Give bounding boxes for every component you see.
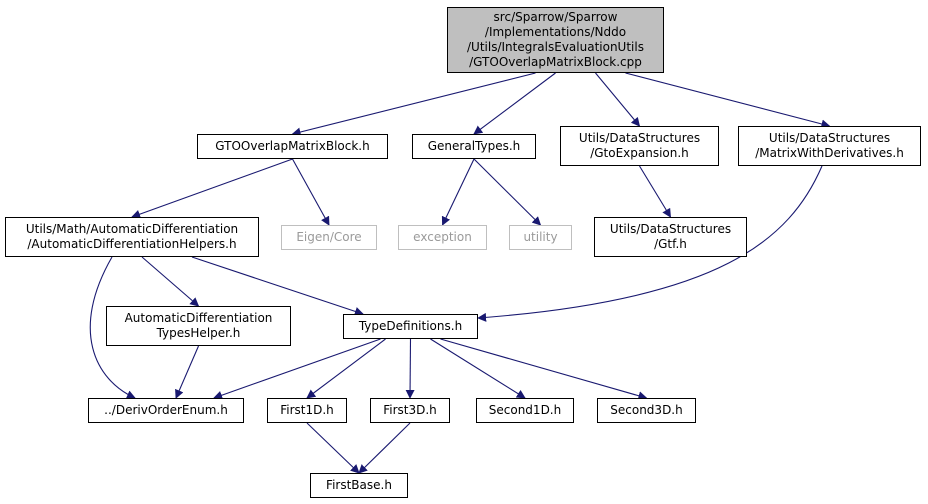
node-label-line: /Utils/IntegralsEvaluationUtils <box>467 40 644 54</box>
node-label-line: /Implementations/Nddo <box>484 25 627 39</box>
edge-gtoexpansion-gtf <box>639 165 671 218</box>
node-label-line: src/Sparrow/Sparrow <box>493 10 618 24</box>
node-label-line: /Gtf.h <box>654 237 687 251</box>
edge-autodiffhelpers-autodifftypes <box>141 256 200 307</box>
node-first3d[interactable]: First3D.h <box>370 398 450 423</box>
node-utility: utility <box>509 225 572 250</box>
edge-root-generaltypes <box>473 72 556 135</box>
edge-autodifftypes-derivorder <box>175 345 200 399</box>
edge-gtoblockh-autodiffhelpers <box>131 158 293 219</box>
edge-root-gtoblockh <box>291 72 536 137</box>
edge-gtoblockh-eigencore <box>292 158 330 226</box>
node-derivorder[interactable]: ../DerivOrderEnum.h <box>88 398 244 423</box>
edge-first1d-firstbase <box>306 422 360 474</box>
node-label-line: Eigen/Core <box>296 230 362 244</box>
node-label-line: /GtoExpansion.h <box>590 146 689 160</box>
node-eigencore: Eigen/Core <box>281 225 377 250</box>
node-label-line: /GTOOverlapMatrixBlock.cpp <box>469 55 642 69</box>
node-label-line: /MatrixWithDerivatives.h <box>755 146 904 160</box>
node-gtf[interactable]: Utils/DataStructures/Gtf.h <box>594 217 747 257</box>
node-label-line: Utils/DataStructures <box>609 222 732 236</box>
edge-autodiffhelpers-typedefs <box>191 256 364 316</box>
node-label-line: FirstBase.h <box>326 478 392 492</box>
node-gtoexpansion[interactable]: Utils/DataStructures/GtoExpansion.h <box>560 126 719 166</box>
node-label-line: Second3D.h <box>610 403 683 417</box>
edge-matrixwithderiv-typedefs <box>477 165 823 322</box>
node-label-line: ../DerivOrderEnum.h <box>104 403 228 417</box>
node-label-line: AutomaticDifferentiation <box>124 311 273 325</box>
edge-root-gtoexpansion <box>595 72 641 127</box>
node-matrixwithderiv[interactable]: Utils/DataStructures/MatrixWithDerivativ… <box>738 126 921 166</box>
edge-typedefs-second1d <box>430 338 526 399</box>
edge-autodiffhelpers-derivorder <box>89 256 136 399</box>
node-root[interactable]: src/Sparrow/Sparrow/Implementations/Nddo… <box>447 7 664 73</box>
edge-typedefs-second3d <box>440 338 648 401</box>
edge-generaltypes-exception <box>441 158 475 226</box>
node-label-line: Second1D.h <box>488 403 562 417</box>
node-autodiffhelpers[interactable]: Utils/Math/AutomaticDifferentiation/Auto… <box>5 217 259 257</box>
edge-generaltypes-utility <box>473 158 542 226</box>
edge-typedefs-first3d <box>405 338 415 399</box>
node-second3d[interactable]: Second3D.h <box>597 398 696 423</box>
node-label-line: TypeDefinitions.h <box>358 319 463 333</box>
node-firstbase[interactable]: FirstBase.h <box>310 473 408 498</box>
node-gtoblockh[interactable]: GTOOverlapMatrixBlock.h <box>197 134 388 159</box>
node-label-line: Utils/DataStructures <box>578 131 701 145</box>
edge-typedefs-derivorder <box>213 338 381 400</box>
node-label-line: /AutomaticDifferentiationHelpers.h <box>27 237 237 251</box>
node-typedefs[interactable]: TypeDefinitions.h <box>343 314 478 339</box>
node-label-line: exception <box>413 230 472 244</box>
node-generaltypes[interactable]: GeneralTypes.h <box>412 134 536 159</box>
edge-root-matrixwithderiv <box>625 72 831 129</box>
node-first1d[interactable]: First1D.h <box>267 398 347 423</box>
node-label-line: TypesHelper.h <box>156 326 241 340</box>
node-label-line: GeneralTypes.h <box>427 139 521 153</box>
node-exception: exception <box>398 225 487 250</box>
node-label-line: Utils/Math/AutomaticDifferentiation <box>25 222 239 236</box>
node-label-line: GTOOverlapMatrixBlock.h <box>215 139 370 153</box>
node-label-line: utility <box>523 230 558 244</box>
node-label-line: Utils/DataStructures <box>768 131 891 145</box>
edge-typedefs-first1d <box>306 338 386 399</box>
edge-first3d-firstbase <box>358 422 411 474</box>
node-label-line: First3D.h <box>383 403 437 417</box>
node-second1d[interactable]: Second1D.h <box>476 398 574 423</box>
node-label-line: First1D.h <box>280 403 334 417</box>
